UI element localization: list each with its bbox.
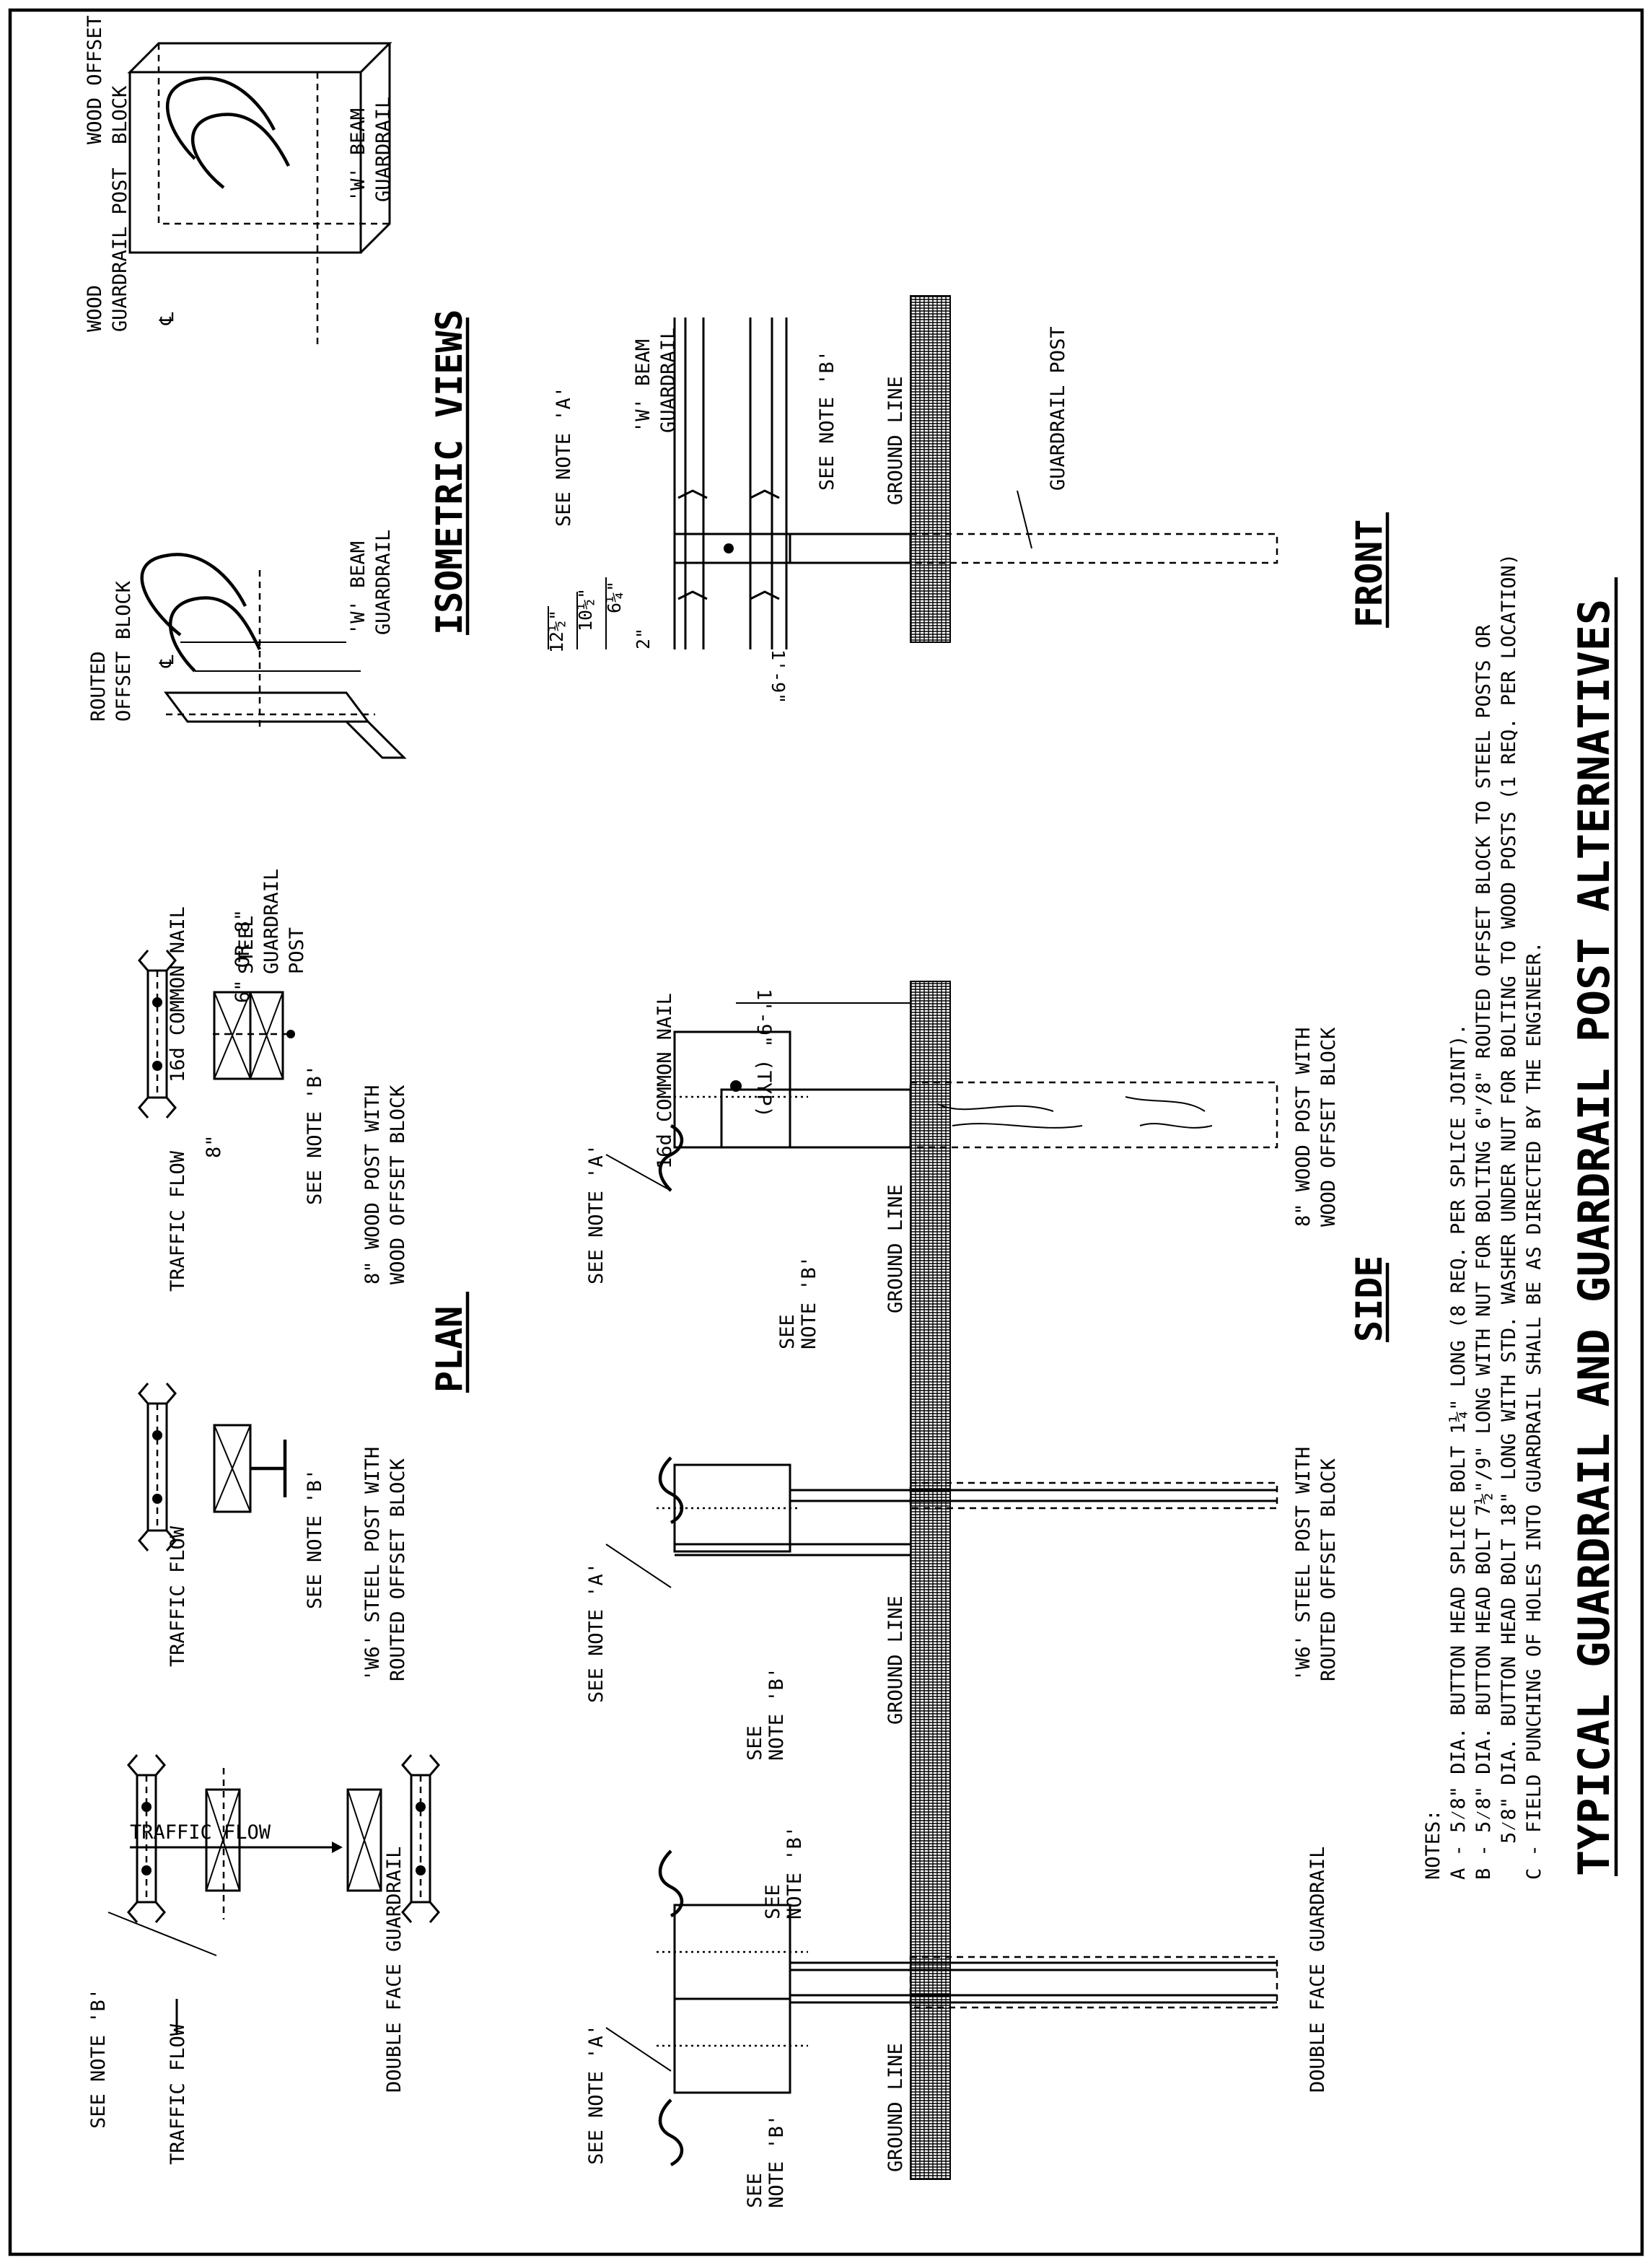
plan-heading: PLAN — [429, 1306, 470, 1393]
notes-heading: NOTES: — [1422, 1809, 1444, 1880]
side-dim-typ: 1'-9" (TYP) — [752, 989, 775, 1118]
front-see-note-b: SEE NOTE 'B' — [816, 350, 838, 491]
iso-wood-post-1: WOOD — [84, 285, 106, 332]
side-see-note-a-2: SEE NOTE 'A' — [585, 1562, 607, 1703]
note-c: C - FIELD PUNCHING OF HOLES INTO GUARDRA… — [1523, 942, 1545, 1880]
side-note-b-2: NOTE 'B' — [765, 1667, 788, 1761]
note-a: A - 5⁄8" DIA. BUTTON HEAD SPLICE BOLT 1¼… — [1447, 1023, 1470, 1880]
side-steel-caption-1: 'W6' STEEL POST WITH — [1292, 1447, 1315, 1681]
plan-common-nail: 16d COMMON NAIL — [167, 906, 189, 1082]
side-common-nail: 16d COMMON NAIL — [654, 993, 676, 1169]
side-double-face-caption: DOUBLE FACE GUARDRAIL — [1307, 1847, 1329, 2093]
front-guardrail-post: GUARDRAIL POST — [1047, 326, 1069, 491]
plan-dim-8: 8" — [203, 1134, 225, 1158]
notes-block: NOTES: A - 5⁄8" DIA. BUTTON HEAD SPLICE … — [1422, 553, 1545, 1880]
side-ground-line-3: GROUND LINE — [885, 1184, 907, 1313]
side-see-1: SEE — [744, 2173, 766, 2208]
iso-centerline-2: ℄ — [156, 312, 178, 325]
side-wood-caption-1: 8" WOOD POST WITH — [1292, 1028, 1315, 1227]
side-see-2: SEE — [744, 1725, 766, 1761]
front-dim-6-25: 6¼" — [604, 581, 625, 613]
side-ground-line-2: GROUND LINE — [885, 1595, 907, 1725]
side-see-3: SEE — [776, 1314, 799, 1349]
plan-wood-caption-2: WOOD OFFSET BLOCK — [387, 1085, 409, 1284]
side-steel-caption-2: ROUTED OFFSET BLOCK — [1317, 1458, 1340, 1681]
front-dim-10-5: 10½" — [575, 588, 596, 631]
front-heading: FRONT — [1348, 519, 1390, 628]
iso-w-beam-1b: 'W' BEAM — [347, 108, 369, 202]
iso-steel-post-1: STEEL — [235, 916, 258, 974]
iso-steel-post-2: GUARDRAIL — [260, 869, 283, 974]
isometric-heading: ISOMETRIC VIEWS — [429, 309, 470, 635]
side-heading: SIDE — [1348, 1256, 1390, 1342]
plan-see-note-b-1: SEE NOTE 'B' — [87, 1988, 110, 2129]
note-b2: 5⁄8" DIA. BUTTON HEAD BOLT 18" LONG WITH… — [1498, 553, 1520, 1844]
front-w-beam-2: GUARDRAIL — [657, 328, 680, 433]
plan-see-note-b-2: SEE NOTE 'B' — [304, 1468, 326, 1609]
side-view-group: SEE NOTE 'A' SEE NOTE 'A' SEE NOTE 'A' 1… — [585, 981, 1390, 2208]
sheet-title: TYPICAL GUARDRAIL AND GUARDRAIL POST ALT… — [1569, 599, 1620, 1876]
plan-steel-caption-2: ROUTED OFFSET BLOCK — [387, 1458, 409, 1681]
traffic-flow-label-2: TRAFFIC FLOW — [167, 1525, 189, 1667]
isometric-view-group: ROUTED OFFSET BLOCK STEEL GUARDRAIL POST… — [84, 15, 470, 974]
plan-steel-caption-1: 'W6' STEEL POST WITH — [361, 1447, 384, 1681]
traffic-flow-label-top: TRAFFIC FLOW — [130, 1821, 271, 1844]
iso-w-beam-1a: 'W' BEAM — [347, 541, 369, 635]
plan-double-face-caption: DOUBLE FACE GUARDRAIL — [383, 1847, 405, 2093]
iso-w-beam-2b: GUARDRAIL — [372, 97, 395, 202]
front-dim-1-9: 1'-9" — [768, 649, 789, 704]
iso-wood-block-2: BLOCK — [109, 85, 131, 144]
iso-w-beam-2a: GUARDRAIL — [372, 530, 395, 635]
side-note-b-3: NOTE 'B' — [798, 1256, 820, 1349]
side-see-top: SEE — [762, 1884, 784, 1919]
plan-see-note-b-3: SEE NOTE 'B' — [304, 1064, 326, 1205]
side-see-note-a-1: SEE NOTE 'A' — [585, 2024, 607, 2165]
front-view-group: SEE NOTE 'A' 'W' BEAM GUARDRAIL SEE NOTE… — [546, 295, 1390, 704]
front-dim-2: 2" — [633, 628, 654, 649]
plan-dim-6-or-8: 6" OR 8" — [232, 909, 254, 1003]
note-b1: B - 5⁄8" DIA. BUTTON HEAD BOLT 7½"/9" LO… — [1473, 624, 1495, 1880]
side-ground-line-1: GROUND LINE — [885, 2043, 907, 2172]
iso-routed-block-2: OFFSET BLOCK — [113, 580, 135, 722]
traffic-flow-label-1: TRAFFIC FLOW — [167, 2023, 189, 2165]
iso-routed-block-1: ROUTED — [87, 651, 110, 722]
side-wood-caption-2: WOOD OFFSET BLOCK — [1317, 1027, 1340, 1227]
front-w-beam-1: 'W' BEAM — [632, 339, 654, 433]
front-dim-12-5: 12½" — [546, 610, 567, 653]
side-note-b-1: NOTE 'B' — [765, 2114, 788, 2208]
side-note-b-top: NOTE 'B' — [784, 1826, 806, 1919]
front-see-note-a: SEE NOTE 'A' — [553, 386, 575, 527]
front-ground-line: GROUND LINE — [885, 376, 907, 505]
iso-steel-post-3: POST — [286, 927, 308, 974]
iso-centerline-1: ℄ — [156, 654, 178, 668]
traffic-flow-label-3: TRAFFIC FLOW — [167, 1150, 189, 1292]
iso-wood-block-1: WOOD OFFSET — [84, 15, 106, 144]
side-see-note-a-3: SEE NOTE 'A' — [585, 1144, 607, 1284]
iso-wood-post-2: GUARDRAIL POST — [109, 167, 131, 332]
plan-wood-caption-1: 8" WOOD POST WITH — [361, 1085, 384, 1284]
plan-view-group: TRAFFIC FLOW TRAFFIC FLOW TRAFFIC FLOW T… — [87, 906, 470, 2165]
